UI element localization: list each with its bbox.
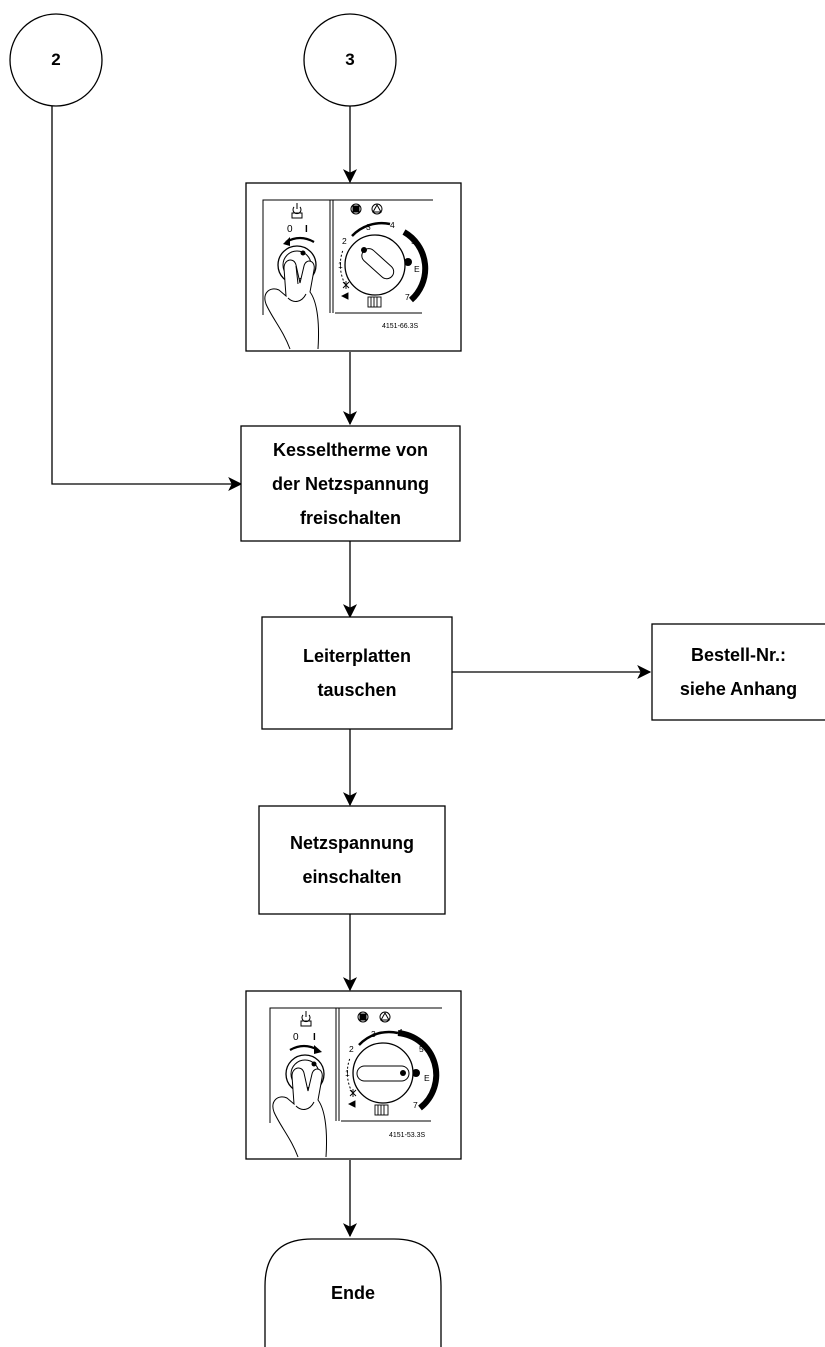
end-label: Ende bbox=[330, 1283, 375, 1303]
dial-mark: 3 bbox=[366, 222, 371, 232]
hot-water-icon bbox=[340, 281, 350, 300]
switch-position-0: 0 bbox=[293, 1032, 299, 1043]
dial-mark: 7 bbox=[413, 1100, 418, 1110]
connector-label-3: 3 bbox=[345, 50, 355, 69]
dial-mark: 2 bbox=[342, 236, 347, 246]
step-label-order-number: Bestell-Nr.: siehe Anhang bbox=[679, 645, 798, 699]
dial-mark: 3 bbox=[371, 1029, 376, 1039]
step-label-disconnect: Kesseltherme von der Netzspannung freisc… bbox=[271, 439, 429, 528]
dial-mark: 7 bbox=[405, 292, 410, 302]
dial-mark: 5 bbox=[411, 236, 416, 246]
dial-mode-icons bbox=[350, 203, 383, 215]
step-label-replace-boards: Leiterplatten tauschen bbox=[302, 646, 412, 700]
switch-position-1: I bbox=[313, 1032, 316, 1043]
figure-switch-on: 0 I 1 2 3 4 5 E 7 bbox=[245, 990, 462, 1160]
power-standby-icon bbox=[291, 203, 303, 219]
hot-water-icon bbox=[347, 1089, 357, 1108]
connector-circle-2 bbox=[9, 13, 103, 107]
end-terminator bbox=[264, 1238, 442, 1347]
flow-lines bbox=[51, 106, 652, 1238]
figure-code: 4151-66.3S bbox=[382, 323, 419, 330]
switch-position-1: I bbox=[305, 224, 308, 235]
step-box-power-on bbox=[258, 805, 446, 915]
step-box-disconnect bbox=[240, 425, 461, 542]
radiator-icon bbox=[374, 1104, 389, 1116]
dial-mark: E bbox=[424, 1073, 430, 1083]
step-label-power-on: Netzspannung einschalten bbox=[290, 833, 414, 887]
dial-mark: 1 bbox=[345, 1068, 350, 1078]
dial-mode-icons bbox=[357, 1011, 391, 1023]
dial-mark: 4 bbox=[390, 220, 395, 230]
dial-mark: 1 bbox=[338, 260, 343, 270]
dial-mark: E bbox=[414, 264, 420, 274]
radiator-icon bbox=[367, 296, 382, 308]
power-standby-icon bbox=[300, 1011, 312, 1027]
figure-code: 4151-53.3S bbox=[389, 1132, 426, 1139]
hand-icon bbox=[264, 259, 319, 350]
switch-position-0: 0 bbox=[287, 224, 293, 235]
connector-label-2: 2 bbox=[51, 50, 61, 69]
figure-switch-off: 0 I 1 2 3 bbox=[245, 182, 462, 352]
step-box-order-number bbox=[651, 623, 825, 721]
dial-mark: 2 bbox=[349, 1044, 354, 1054]
dial-mark: 4 bbox=[398, 1027, 403, 1037]
step-box-replace-boards bbox=[261, 616, 453, 730]
flow-arrow bbox=[51, 106, 243, 491]
hand-icon bbox=[272, 1067, 327, 1158]
dial-mark: 5 bbox=[419, 1044, 424, 1054]
